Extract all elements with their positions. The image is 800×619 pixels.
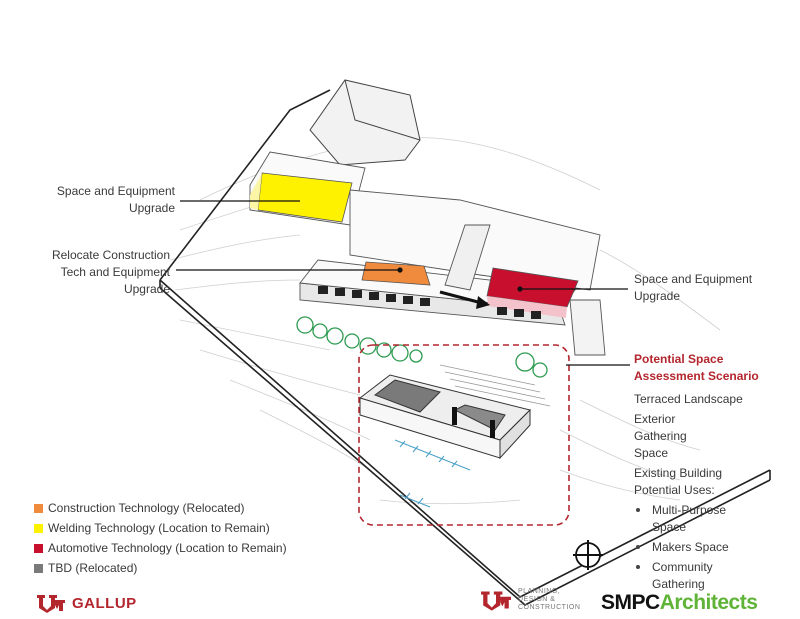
pdc-text-line: PLANNING,: [518, 588, 561, 595]
scenario-title-line: Assessment Scenario: [634, 369, 759, 383]
callout-line: Space and Equipment: [56, 184, 175, 198]
scenario-panel: Potential Space Assessment Scenario Terr…: [634, 351, 794, 593]
legend-label: Construction Technology (Relocated): [48, 501, 245, 515]
relocation-arrowhead: [476, 296, 490, 309]
unm-logo-icon: [481, 591, 511, 611]
legend: Construction Technology (Relocated) Weld…: [34, 498, 287, 578]
automotive-room-front: [487, 296, 567, 318]
callout-relocate: Relocate Construction Tech and Equipment…: [20, 247, 170, 298]
callout-line: Upgrade: [634, 289, 681, 303]
unm-gallup-logo: GALLUP: [36, 592, 137, 614]
gallup-text: GALLUP: [72, 594, 137, 612]
callout-line: Upgrade: [123, 282, 170, 296]
legend-label: TBD (Relocated): [48, 561, 138, 575]
window-row: [318, 286, 541, 319]
site-slab: [159, 89, 771, 606]
callout-line: Tech and Equipment: [60, 265, 170, 279]
callout-line: Space and Equipment: [634, 272, 753, 286]
callout-line: Upgrade: [128, 201, 175, 215]
scenario-use: Makers Space: [636, 539, 794, 556]
welding-room: [257, 172, 353, 223]
legend-label: Welding Technology (Location to Remain): [48, 521, 270, 535]
smpc-text: SMPC: [601, 591, 660, 614]
pdc-text-line: DESIGN &: [518, 596, 556, 603]
legend-label: Automotive Technology (Location to Remai…: [48, 541, 287, 555]
callout-space-equipment-2: Space and Equipment Upgrade: [634, 271, 794, 305]
callout-space-equipment-1: Space and Equipment Upgrade: [20, 183, 175, 217]
scenario-item: Terraced Landscape: [634, 392, 743, 406]
legend-item: Construction Technology (Relocated): [34, 498, 287, 518]
legend-swatch: [34, 563, 43, 573]
callout-line: Relocate Construction: [51, 248, 170, 262]
legend-item: Automotive Technology (Location to Remai…: [34, 538, 287, 558]
pdc-text-line: CONSTRUCTION: [518, 604, 581, 611]
terrain-contours: [169, 137, 721, 505]
legend-swatch: [34, 543, 43, 553]
relocation-arrow: [439, 290, 479, 304]
parking-lot: [394, 439, 471, 508]
legend-item: Welding Technology (Location to Remain): [34, 518, 287, 538]
scenario-item: Existing Building Potential Uses:: [634, 466, 723, 497]
scenario-title-line: Potential Space: [634, 352, 724, 366]
architects-text: Architects: [659, 591, 758, 614]
legend-item: TBD (Relocated): [34, 558, 287, 578]
leader-lines: [176, 200, 630, 366]
unm-pdc-logo: PLANNING, DESIGN & CONSTRUCTION: [480, 588, 580, 612]
legend-swatch: [34, 503, 43, 513]
smpc-architects-logo: SMPCArchitects: [601, 591, 758, 615]
scenario-uses-list: Multi-Purpose Space Makers Space Communi…: [634, 502, 794, 593]
lower-building: [358, 374, 531, 460]
scenario-use: Multi-Purpose Space: [636, 502, 732, 536]
potential-space-highlight: [358, 344, 570, 526]
construction-room: [361, 261, 431, 286]
scenario-title: Potential Space Assessment Scenario: [634, 351, 794, 385]
scenario-use: Community Gathering: [636, 559, 722, 593]
north-arrow-icon: [573, 540, 603, 570]
hill-mass: [309, 79, 421, 166]
legend-swatch: [34, 523, 43, 533]
pdc-text: PLANNING, DESIGN & CONSTRUCTION: [518, 588, 580, 612]
terraced-landscape: [439, 364, 551, 407]
scenario-item: Exterior Gathering Space: [634, 412, 687, 460]
unm-logo-icon: [37, 595, 65, 613]
trees: [296, 316, 548, 378]
